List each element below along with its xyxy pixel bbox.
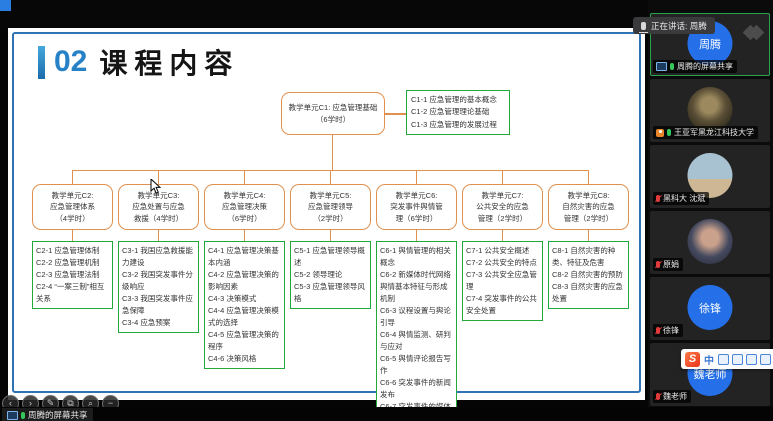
avatar — [687, 219, 733, 264]
connector-line — [385, 113, 406, 115]
mic-icon — [656, 195, 660, 202]
keyboard-icon[interactable] — [746, 353, 757, 365]
unit-box: 教学单元C7:公共安全的应急管理（2学时） — [462, 184, 543, 230]
skin-icon[interactable] — [760, 353, 771, 365]
connector-stub — [243, 170, 246, 184]
top-bar — [0, 0, 648, 28]
connector-line — [332, 135, 334, 170]
bottom-bar: 周腾的屏幕共享 — [0, 407, 773, 421]
voice-input-icon[interactable] — [732, 353, 743, 365]
participant-label-chip: 徐锋 — [653, 324, 683, 337]
participant-label-chip: 王亚军黑龙江科技大学 — [653, 126, 758, 139]
title-accent-bar — [38, 45, 45, 79]
avatar — [687, 87, 733, 132]
participant-label-chip: 魏老师 — [653, 390, 691, 403]
participant-name: 王亚军黑龙江科技大学 — [674, 128, 754, 137]
unit-box: 教学单元C8:自然灾害的应急管理（2学时） — [548, 184, 629, 230]
participant-name: 原娟 — [663, 260, 679, 269]
connector-stub — [415, 230, 418, 241]
screen-share-status: 周腾的屏幕共享 — [2, 408, 93, 421]
connector-stub — [501, 230, 504, 241]
ime-icons — [718, 353, 771, 365]
participant-tile[interactable]: 王亚军黑龙江科技大学 — [650, 79, 770, 142]
connector-stub — [587, 230, 590, 241]
section-number: 02 — [54, 45, 88, 78]
slide-title-text: 课程内容 — [99, 48, 240, 79]
slide-title: 02 课程内容 — [38, 42, 239, 82]
screen-share-label: 周腾的屏幕共享 — [28, 410, 88, 420]
screen-share-icon — [656, 62, 667, 71]
participant-name: 徐锋 — [663, 326, 679, 335]
participant-label-chip: 原娟 — [653, 258, 683, 271]
connector-stub — [329, 170, 332, 184]
participant-tile[interactable]: 原娟 — [650, 211, 770, 274]
connector-stub — [157, 170, 160, 184]
participant-tiles: 周腾 周腾的屏幕共享 王亚军黑龙江科技大学 黑科大 沈斌 — [648, 0, 773, 406]
connector-stub — [415, 170, 418, 184]
slide-border-frame — [12, 32, 641, 393]
connector-stub — [329, 230, 332, 241]
mic-icon — [656, 261, 660, 268]
meeting-logo-watermark — [742, 24, 765, 43]
ime-logo[interactable]: S — [685, 351, 700, 367]
shared-slide: 02 课程内容 教学单元C1: 应急管理基础（6学时） C1-1 应急管理的基本… — [8, 28, 645, 421]
mic-icon — [667, 129, 671, 136]
participant-name: 黑科大 沈斌 — [663, 194, 706, 203]
ime-mode-toggle[interactable]: 中 — [704, 355, 714, 367]
participant-label-chip: 周腾的屏幕共享 — [653, 60, 737, 73]
app-icon[interactable] — [0, 0, 11, 11]
speaking-toast: 正在讲话: 周腾 — [633, 17, 715, 34]
participant-label-chip: 黑科大 沈斌 — [653, 192, 710, 205]
mic-icon — [670, 63, 674, 70]
mouse-cursor — [150, 179, 162, 194]
mic-icon — [656, 393, 660, 400]
unit-box: 教学单元C4:应急管理决策（6学时） — [204, 184, 285, 230]
connector-stub — [157, 230, 160, 241]
mic-icon — [21, 411, 25, 419]
unit-box: 教学单元C5:应急管理领导（2学时） — [290, 184, 371, 230]
unit-box: 教学单元C6:突发事件舆情管理（6学时） — [376, 184, 457, 230]
connector-stub — [243, 230, 246, 241]
participant-name: 周腾的屏幕共享 — [677, 62, 733, 71]
connector-stub — [587, 170, 590, 184]
screen-share-icon — [7, 410, 18, 420]
ime-toolbar[interactable]: S 中 — [681, 349, 773, 369]
avatar: 徐锋 — [687, 285, 733, 330]
avatar — [687, 153, 733, 198]
connector-stub — [501, 170, 504, 184]
unit-column: 教学单元C8:自然灾害的应急管理（2学时） C8-1 自然灾害的种类、特征及危害… — [548, 170, 629, 309]
connector-stub — [71, 230, 74, 241]
participant-tile[interactable]: 徐锋 徐锋 — [650, 277, 770, 340]
unit-box-c1: 教学单元C1: 应急管理基础（6学时） — [281, 92, 385, 135]
participant-tile[interactable]: 黑科大 沈斌 — [650, 145, 770, 208]
unit-box: 教学单元C2:应急管理体系（4学时） — [32, 184, 113, 230]
speaking-toast-text: 正在讲话: 周腾 — [651, 20, 707, 31]
mic-icon — [656, 327, 660, 334]
mic-icon — [639, 21, 648, 33]
connector-stub — [71, 170, 74, 184]
participant-name: 魏老师 — [663, 392, 687, 401]
punctuation-icon[interactable] — [718, 353, 729, 365]
host-icon — [656, 128, 664, 137]
